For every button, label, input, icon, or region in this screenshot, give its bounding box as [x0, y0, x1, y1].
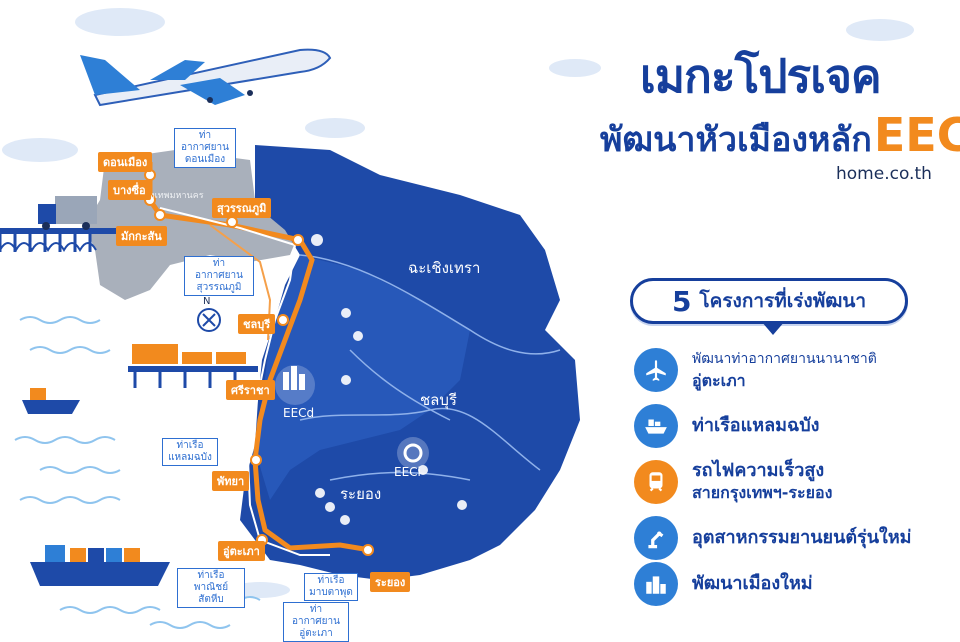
- train-icon: [634, 460, 678, 504]
- project-item-auto: อุตสาหกรรมยานยนต์รุ่นใหม่: [634, 516, 912, 560]
- project-item-city: พัฒนาเมืองใหม่: [634, 562, 813, 606]
- page-title: เมกะโปรเจค: [640, 49, 882, 103]
- page-subtitle: พัฒนาหัวเมืองหลักEEC: [600, 108, 960, 166]
- subtitle-highlight: EEC: [873, 108, 960, 162]
- chonburi-province: [258, 255, 470, 500]
- label-laemchabang-port: ท่าเรือ แหลมฉบัง: [162, 438, 218, 466]
- region-rayong: ระยอง: [340, 485, 382, 503]
- zone-hub-eeci: [397, 437, 429, 469]
- project-line2: สายกรุงเทพฯ-ระยอง: [692, 483, 833, 502]
- station-utapao: อู่ตะเภา: [218, 541, 265, 561]
- high-speed-rail: [147, 162, 371, 553]
- website-credit: home.co.th: [836, 164, 932, 184]
- project-line1: พัฒนาเมืองใหม่: [692, 573, 813, 594]
- project-text-city: พัฒนาเมืองใหม่: [692, 573, 813, 595]
- project-item-rail: รถไฟความเร็วสูง สายกรุงเทพฯ-ระยอง: [634, 460, 832, 504]
- project-line1: รถไฟความเร็วสูง: [692, 460, 825, 481]
- zone-label-eeci: EECi: [394, 465, 421, 479]
- projects-count: 5: [671, 284, 692, 318]
- ship-icon: [634, 404, 678, 448]
- province-borders: [299, 254, 561, 481]
- region-chachoengsao: ฉะเชิงเทรา: [408, 259, 481, 277]
- zone-hub-eecd: [275, 365, 315, 405]
- project-item-airport: พัฒนาท่าอากาศยานนานาชาติ อู่ตะเภา: [634, 348, 877, 392]
- label-donmueang-airport: ท่าอากาศยาน ดอนเมือง: [174, 128, 236, 168]
- project-text-auto: อุตสาหกรรมยานยนต์รุ่นใหม่: [692, 527, 912, 549]
- cargo-ship-illustration: [22, 388, 170, 586]
- subtitle-text: พัฒนาหัวเมืองหลัก: [600, 120, 872, 160]
- project-line1: พัฒนาท่าอากาศยานนานาชาติ: [692, 351, 877, 367]
- region-bangkok: กรุงเทพมหานคร: [140, 191, 204, 201]
- project-line2: อู่ตะเภา: [692, 371, 746, 390]
- project-line1: อุตสาหกรรมยานยนต์รุ่นใหม่: [692, 527, 912, 548]
- station-rayong: ระยอง: [370, 572, 411, 592]
- station-sriracha: ศรีราชา: [226, 380, 275, 400]
- label-sattahip-port: ท่าเรือพาณิชย์ สัตหีบ: [177, 568, 245, 608]
- compass-icon: [197, 308, 221, 332]
- station-makkasan: มักกะสัน: [116, 226, 167, 246]
- station-pattaya: พัทยา: [212, 471, 250, 491]
- project-line1: ท่าเรือแหลมฉบัง: [692, 415, 820, 436]
- station-donmueang: ดอนเมือง: [98, 152, 153, 172]
- projects-heading-text: โครงการที่เร่งพัฒนา: [699, 290, 867, 312]
- robot-arm-icon: [634, 516, 678, 560]
- cloud-decoration: [2, 8, 914, 598]
- project-text-port: ท่าเรือแหลมฉบัง: [692, 415, 819, 437]
- airplane-icon: [634, 348, 678, 392]
- label-utapao-airport: ท่าอากาศยาน อู่ตะเภา: [283, 602, 349, 642]
- facility-pins: [311, 234, 467, 525]
- freight-train-illustration: [128, 344, 258, 388]
- zone-label-eecd: EECd: [283, 406, 315, 420]
- station-suvarnabhumi: สุวรรณภูมิ: [212, 198, 272, 218]
- project-item-port: ท่าเรือแหลมฉบัง: [634, 404, 819, 448]
- truck-illustration: [0, 196, 120, 253]
- label-suvarnabhumi-airport: ท่าอากาศยาน สุวรรณภูมิ: [184, 256, 254, 296]
- projects-heading: 5 โครงการที่เร่งพัฒนา: [630, 278, 908, 335]
- project-text-rail: รถไฟความเร็วสูง สายกรุงเทพฯ-ระยอง: [692, 460, 832, 504]
- label-maptaphut-port: ท่าเรือ มาบตาพุด: [304, 573, 358, 601]
- region-chonburi: ชลบุรี: [420, 391, 457, 409]
- compass-label: N: [203, 296, 211, 307]
- station-chonburi: ชลบุรี: [238, 314, 276, 334]
- city-icon: [634, 562, 678, 606]
- station-bangsue: บางซื่อ: [108, 180, 151, 200]
- project-text-airport: พัฒนาท่าอากาศยานนานาชาติ อู่ตะเภา: [692, 348, 877, 392]
- airplane-illustration: [80, 48, 332, 107]
